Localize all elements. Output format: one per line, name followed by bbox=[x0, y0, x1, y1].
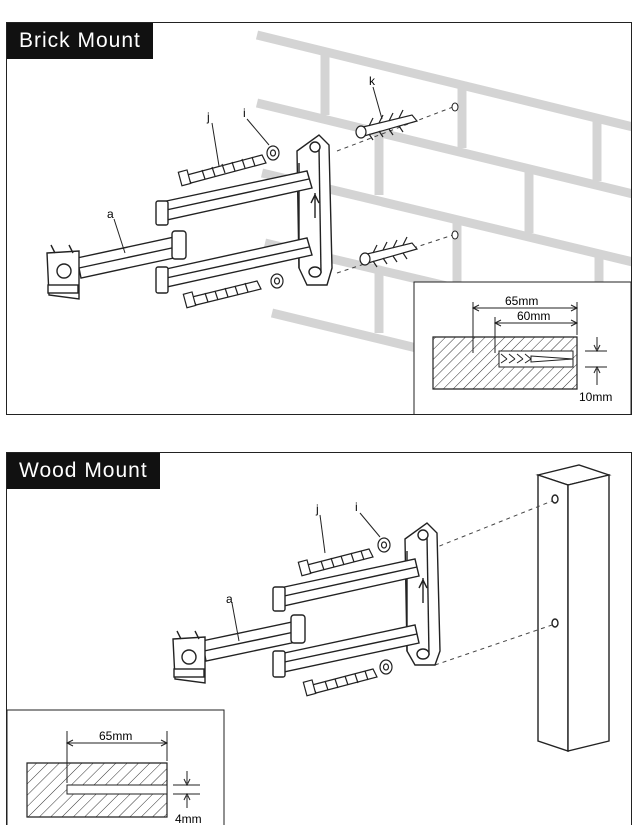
label-a: a bbox=[226, 592, 233, 606]
leader-lines bbox=[113, 86, 383, 254]
lag-bolt-top bbox=[297, 548, 374, 577]
brick-mount-diagram: a i j k 65mm 60mm bbox=[46, 30, 631, 414]
label-i: i bbox=[243, 106, 246, 120]
dim-60mm: 60mm bbox=[517, 309, 550, 323]
wall-plate bbox=[296, 134, 333, 286]
dim-4mm: 4mm bbox=[175, 812, 202, 825]
wall-anchor-bottom bbox=[359, 236, 419, 268]
lag-bolt-top bbox=[177, 154, 267, 187]
swing-arm-assembly bbox=[172, 558, 420, 684]
label-j: j bbox=[315, 502, 319, 516]
lag-bolt-bottom bbox=[182, 280, 262, 309]
guide-lines bbox=[431, 500, 553, 666]
washer-top bbox=[266, 145, 280, 161]
brick-mount-panel: a i j k 65mm 60mm bbox=[6, 22, 632, 415]
brick-detail-inset: 65mm 60mm 10mm bbox=[413, 281, 631, 414]
wood-mount-diagram: a i j 65mm 4mm bbox=[7, 464, 612, 825]
wooden-post bbox=[535, 464, 612, 752]
lag-bolt-bottom bbox=[302, 668, 378, 697]
wall-hole-top bbox=[451, 102, 459, 112]
label-a: a bbox=[107, 207, 114, 221]
label-i: i bbox=[355, 500, 358, 514]
dim-10mm: 10mm bbox=[579, 390, 612, 404]
washer-bottom bbox=[379, 659, 393, 675]
brick-mount-title: Brick Mount bbox=[7, 23, 153, 59]
wood-mount-title: Wood Mount bbox=[7, 453, 160, 489]
wood-detail-inset: 65mm 4mm bbox=[7, 709, 225, 825]
washer-top bbox=[377, 537, 391, 553]
swing-arm-assembly bbox=[46, 170, 313, 300]
label-j: j bbox=[206, 110, 210, 124]
wall-anchor-top bbox=[355, 109, 419, 141]
label-k: k bbox=[369, 74, 376, 88]
wall-hole-bottom bbox=[451, 230, 459, 240]
leader-lines bbox=[231, 512, 381, 642]
dim-65mm: 65mm bbox=[99, 729, 132, 743]
washer-bottom bbox=[270, 273, 284, 289]
wood-mount-panel: a i j 65mm 4mm Wood Mount bbox=[6, 452, 632, 825]
dim-65mm: 65mm bbox=[505, 294, 538, 308]
